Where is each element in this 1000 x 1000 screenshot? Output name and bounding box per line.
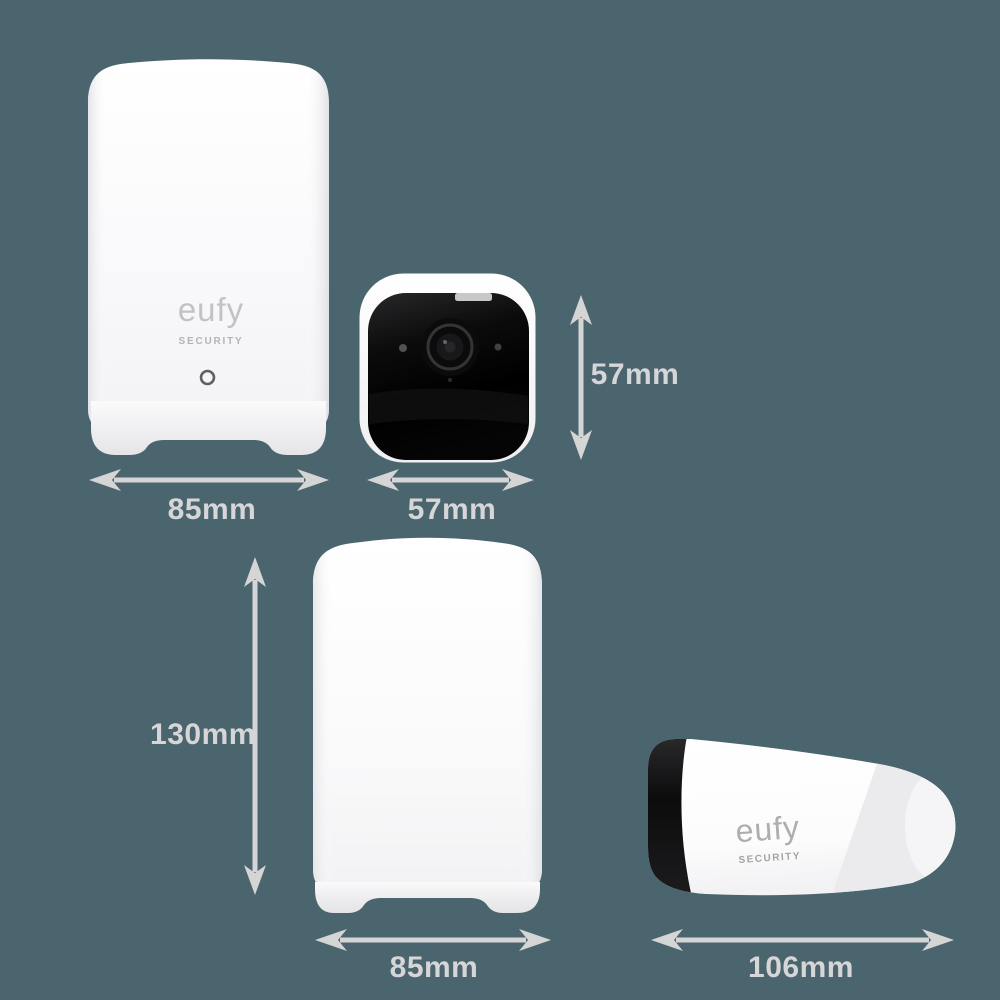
camera-front-height-label: 57mm	[590, 358, 680, 391]
light-sensor-strip	[455, 293, 492, 301]
homebase-back-width-arrow	[315, 929, 551, 951]
homebase-front-logo: eufy	[178, 291, 244, 328]
camera-side-length-label: 106mm	[748, 951, 854, 984]
sync-button-icon	[199, 369, 216, 386]
camera-side-front-face	[648, 739, 691, 896]
camera-side-illustration: eufy SECURITY	[648, 739, 956, 896]
camera-side-logo-group: eufy SECURITY	[734, 809, 801, 866]
camera-front-illustration	[359, 273, 536, 463]
camera-side-tagline: SECURITY	[738, 851, 801, 866]
homebase-front-tagline: SECURITY	[179, 336, 244, 347]
homebase-back-height-label: 130mm	[150, 718, 256, 751]
homebase-back-illustration	[313, 537, 542, 913]
camera-front-width-label: 57mm	[407, 493, 497, 526]
camera-lens-icon	[421, 318, 479, 376]
microphone-hole-icon	[448, 378, 452, 382]
homebase-front-illustration: eufy SECURITY	[88, 59, 329, 455]
homebase-back-feet	[315, 882, 540, 913]
homebase-back-height-arrow	[244, 557, 266, 895]
camera-side-logo: eufy	[734, 809, 801, 849]
homebase-back-width-label: 85mm	[389, 951, 479, 984]
homebase-back-edge-shading	[313, 537, 542, 891]
camera-front-height-arrow	[570, 295, 592, 460]
homebase-front-feet	[91, 401, 326, 455]
camera-front-width-arrow	[367, 469, 534, 491]
ir-sensor-left-icon	[399, 344, 407, 352]
homebase-front-width-arrow	[89, 469, 329, 491]
ir-sensor-right-icon	[494, 343, 502, 351]
camera-side-rear-highlight	[905, 770, 956, 882]
homebase-front-width-label: 85mm	[167, 493, 257, 526]
homebase-front-edge-shading	[88, 59, 329, 430]
camera-face-reflection	[369, 388, 528, 424]
camera-side-length-arrow	[651, 929, 954, 951]
